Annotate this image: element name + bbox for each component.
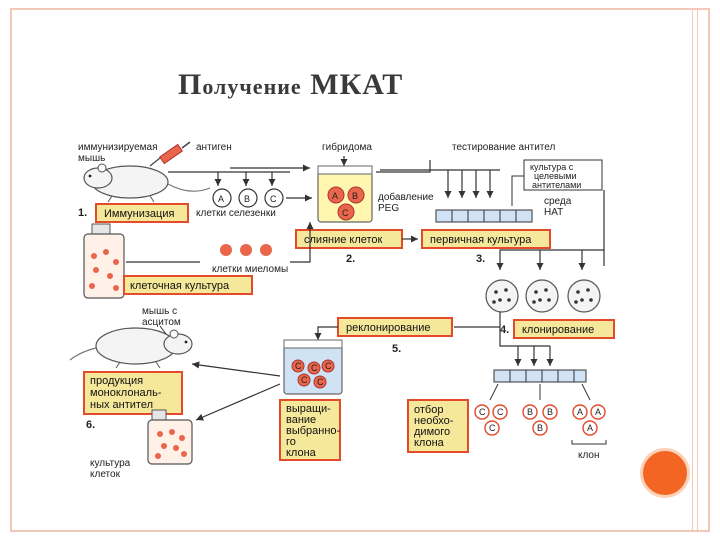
spleen-cell-a: A bbox=[212, 188, 232, 208]
growing-label-line5: клона bbox=[286, 447, 317, 459]
mouse-ascites-illustration bbox=[69, 327, 193, 369]
step-number-1: 1. bbox=[78, 207, 87, 219]
label-hybridoma: гибридома bbox=[322, 141, 372, 153]
cloning-box bbox=[513, 319, 615, 339]
svg-text:B: B bbox=[537, 423, 543, 433]
label-clone: клон bbox=[578, 450, 600, 461]
label-antigen: антиген bbox=[196, 142, 232, 153]
culture-bottle-top bbox=[83, 223, 125, 299]
well-plate-primary bbox=[435, 209, 533, 223]
label-antibody-testing: тестирование антител bbox=[452, 142, 555, 153]
fusion-label: слияние клеток bbox=[304, 234, 383, 246]
clone-group-c: C C C bbox=[474, 404, 508, 436]
svg-text:A: A bbox=[218, 194, 224, 204]
growing-box bbox=[279, 399, 341, 461]
svg-text:C: C bbox=[479, 407, 486, 417]
slide-frame-right-stripe bbox=[692, 8, 698, 532]
growing-label-line4: го bbox=[286, 436, 296, 448]
svg-text:C: C bbox=[311, 363, 318, 373]
svg-text:C: C bbox=[270, 194, 277, 204]
selection-label-line4: клона bbox=[414, 437, 445, 449]
spleen-cell-c: C bbox=[264, 188, 284, 208]
step-number-4: 4. bbox=[500, 324, 509, 336]
label-target-culture-line3: антителами bbox=[532, 180, 581, 190]
spleen-cell-b: B bbox=[238, 188, 258, 208]
cloning-label: клонирование bbox=[522, 324, 594, 336]
label-mouse-immunized-line1: иммунизируемая bbox=[78, 142, 157, 153]
clone-group-b: B B B bbox=[522, 404, 558, 436]
cell-culture-box bbox=[123, 275, 253, 295]
svg-text:B: B bbox=[527, 407, 533, 417]
production-box bbox=[83, 371, 183, 415]
production-label-line1: продукция bbox=[90, 375, 143, 387]
svg-text:C: C bbox=[489, 423, 496, 433]
culture-bottle-bottom bbox=[147, 409, 193, 465]
petri-dish-3 bbox=[567, 279, 601, 313]
label-spleen-cells: клетки селезенки bbox=[196, 208, 276, 219]
svg-text:A: A bbox=[577, 407, 583, 417]
growing-label-line3: выбранно- bbox=[286, 425, 341, 437]
svg-text:B: B bbox=[547, 407, 553, 417]
label-culture-cells-line1: культура bbox=[90, 458, 131, 469]
growing-label-line2: вание bbox=[286, 414, 316, 426]
svg-text:A: A bbox=[595, 407, 601, 417]
growing-beaker: C C C C C bbox=[283, 339, 343, 395]
svg-text:C: C bbox=[497, 407, 504, 417]
primary-culture-box bbox=[421, 229, 551, 249]
label-peg-line2: PEG bbox=[378, 203, 399, 214]
label-medium-line1: среда bbox=[544, 196, 572, 207]
recloning-label: реклонирование bbox=[346, 322, 430, 334]
well-plate-cloning bbox=[493, 369, 587, 383]
target-culture-box bbox=[523, 159, 603, 191]
svg-text:C: C bbox=[301, 375, 308, 385]
decorative-orange-dot bbox=[640, 448, 690, 498]
step-number-2: 2. bbox=[346, 253, 355, 265]
label-mouse-ascites-line2: асцитом bbox=[142, 317, 181, 328]
selection-label-line1: отбор bbox=[414, 404, 443, 416]
production-label-line3: ных антител bbox=[90, 399, 153, 411]
svg-text:B: B bbox=[352, 191, 358, 201]
petri-dish-2 bbox=[525, 279, 559, 313]
page-title: Получение МКАТ bbox=[178, 68, 404, 101]
immunization-box bbox=[95, 203, 189, 223]
svg-text:C: C bbox=[317, 377, 324, 387]
label-mouse-ascites-line1: мышь с bbox=[142, 306, 177, 317]
label-target-culture-line1: культура с bbox=[530, 162, 574, 172]
petri-dish-1 bbox=[485, 279, 519, 313]
label-peg-line1: добавление bbox=[378, 191, 434, 203]
label-mouse-immunized-line2: мышь bbox=[78, 153, 105, 164]
svg-text:C: C bbox=[295, 361, 302, 371]
svg-text:C: C bbox=[342, 208, 349, 218]
step-number-3: 3. bbox=[476, 253, 485, 265]
svg-text:B: B bbox=[244, 194, 250, 204]
immunization-label: Иммунизация bbox=[104, 208, 174, 220]
label-target-culture-line2: целевыми bbox=[534, 171, 576, 181]
clone-group-a: A A A bbox=[572, 404, 606, 436]
label-myeloma-cells: клетки миеломы bbox=[212, 264, 288, 275]
slide-frame bbox=[10, 8, 710, 532]
mouse-immunized-illustration bbox=[83, 141, 211, 203]
primary-culture-label: первичная культура bbox=[430, 234, 532, 246]
svg-text:A: A bbox=[332, 191, 338, 201]
svg-text:C: C bbox=[325, 361, 332, 371]
step-number-6: 6. bbox=[86, 419, 95, 431]
step-number-5: 5. bbox=[392, 343, 401, 355]
myeloma-cells bbox=[220, 244, 272, 256]
growing-label-line1: выращи- bbox=[286, 403, 331, 415]
selection-label-line2: необхо- bbox=[414, 415, 454, 427]
label-culture-cells-line2: клеток bbox=[90, 469, 121, 480]
selection-label-line3: димого bbox=[414, 426, 450, 438]
selection-box bbox=[407, 399, 469, 453]
svg-text:A: A bbox=[587, 423, 593, 433]
hybridoma-beaker: A B C bbox=[317, 165, 373, 223]
production-label-line2: моноклональ- bbox=[90, 387, 162, 399]
label-medium-line2: HAT bbox=[544, 207, 563, 218]
cell-culture-label: клеточная культура bbox=[130, 280, 230, 292]
